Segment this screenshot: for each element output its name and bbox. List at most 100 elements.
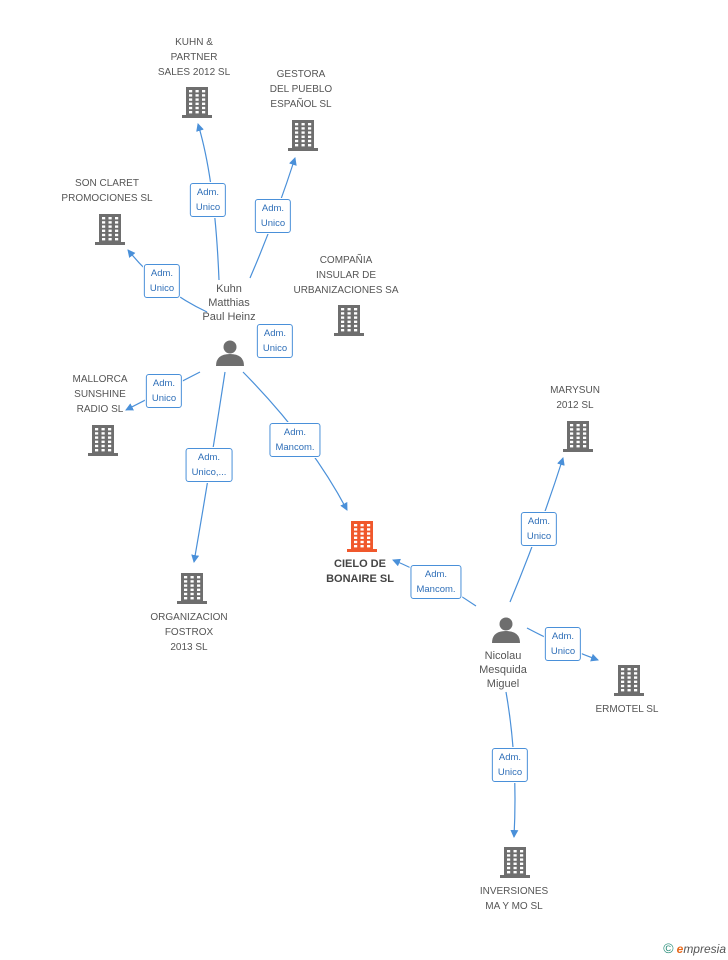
building-window — [583, 440, 587, 444]
building-window — [354, 524, 358, 527]
building-window — [354, 324, 358, 328]
building-window — [576, 436, 580, 439]
person-icon-kuhn[interactable] — [216, 340, 244, 367]
building-window — [95, 440, 99, 443]
node-label-compania[interactable]: COMPAÑIA INSULAR DE URBANIZACIONES SA — [293, 255, 399, 296]
building-window — [513, 858, 517, 861]
building-window — [101, 436, 105, 439]
node-label-marysun[interactable]: MARYSUN 2012 SL — [550, 385, 600, 411]
building-window — [115, 225, 119, 228]
node-label-cielo[interactable]: CIELO DE BONAIRE SL — [326, 558, 394, 585]
building-window — [108, 238, 112, 241]
building-window — [101, 428, 105, 431]
node-label-kuhn_partner[interactable]: KUHN & PARTNER SALES 2012 SL — [157, 37, 231, 78]
edge-label-nicolau-marysun[interactable]: Adm. Unico — [520, 512, 558, 546]
building-icon-marysun[interactable] — [563, 421, 593, 452]
building-window — [583, 432, 587, 435]
building-window — [583, 424, 587, 427]
edge-label-nicolau-inversiones[interactable]: Adm. Unico — [491, 748, 529, 782]
building-window — [295, 127, 299, 130]
building-window — [308, 131, 312, 134]
building-window — [184, 592, 188, 596]
edge-label-kuhn-cielo[interactable]: Adm. Mancom. — [269, 423, 321, 457]
building-window — [341, 324, 345, 328]
building-window — [189, 111, 193, 114]
node-label-nicolau[interactable]: Nicolau Mesquida Miguel — [479, 650, 527, 690]
building-window — [108, 229, 112, 232]
building-window — [115, 238, 119, 241]
building-window — [354, 329, 358, 332]
building-window — [195, 94, 199, 97]
building-window — [301, 123, 305, 126]
building-window — [627, 676, 631, 679]
building-window — [621, 680, 625, 683]
building-window — [115, 217, 119, 220]
edge-label-kuhn-mallorca[interactable]: Adm. Unico — [145, 374, 183, 408]
building-window — [95, 428, 99, 431]
person-icon-nicolau[interactable] — [492, 617, 520, 644]
building-base — [95, 242, 125, 245]
building-window — [354, 528, 358, 531]
empresia-brand[interactable]: ©empresia — [663, 940, 726, 956]
building-window — [108, 444, 112, 448]
node-label-ermotel[interactable]: ERMOTEL SL — [595, 704, 659, 715]
building-window — [108, 436, 112, 439]
building-window — [347, 316, 351, 319]
node-label-kuhn[interactable]: Kuhn Matthias Paul Heinz — [202, 283, 256, 323]
edge-label-nicolau-ermotel[interactable]: Adm. Unico — [544, 627, 582, 661]
building-window — [360, 545, 364, 548]
edge-label-kuhn-kuhn_partner[interactable]: Adm. Unico — [189, 183, 227, 217]
building-icon-inversiones[interactable] — [500, 847, 530, 878]
building-icon-son_claret[interactable] — [95, 214, 125, 245]
building-base — [182, 115, 212, 118]
building-window — [95, 436, 99, 439]
building-window — [354, 312, 358, 315]
building-window — [301, 144, 305, 147]
building-window — [576, 440, 580, 444]
building-window — [115, 229, 119, 232]
building-window — [570, 432, 574, 435]
building-window — [627, 668, 631, 671]
building-window — [308, 144, 312, 147]
building-window — [576, 424, 580, 427]
building-window — [347, 308, 351, 311]
building-window — [360, 536, 364, 539]
building-window — [347, 324, 351, 328]
building-base — [614, 693, 644, 696]
building-icon-cielo[interactable] — [347, 521, 377, 552]
building-icon-compania[interactable] — [334, 305, 364, 336]
building-window — [347, 329, 351, 332]
edge-label-nicolau-cielo[interactable]: Adm. Mancom. — [410, 565, 462, 599]
building-window — [520, 862, 524, 865]
building-icon-mallorca[interactable] — [88, 425, 118, 456]
edge-label-kuhn-compania[interactable]: Adm. Unico — [256, 324, 294, 358]
building-window — [520, 871, 524, 874]
building-window — [202, 111, 206, 114]
building-window — [583, 445, 587, 448]
building-window — [570, 436, 574, 439]
person-head — [499, 617, 513, 631]
building-window — [195, 106, 199, 110]
node-label-mallorca[interactable]: MALLORCA SUNSHINE RADIO SL — [72, 374, 128, 415]
building-icon-organizacion[interactable] — [177, 573, 207, 604]
building-icon-ermotel[interactable] — [614, 665, 644, 696]
node-label-inversiones[interactable]: INVERSIONES MA Y MO SL — [479, 886, 549, 912]
building-window — [184, 576, 188, 579]
building-window — [184, 584, 188, 587]
building-window — [354, 316, 358, 319]
building-window — [195, 102, 199, 105]
building-window — [102, 238, 106, 241]
building-icon-gestora[interactable] — [288, 120, 318, 151]
building-window — [367, 540, 371, 544]
node-label-son_claret[interactable]: SON CLARET PROMOCIONES SL — [61, 178, 153, 204]
building-window — [354, 540, 358, 544]
building-window — [520, 866, 524, 870]
building-icon-kuhn_partner[interactable] — [182, 87, 212, 118]
edge-label-kuhn-gestora[interactable]: Adm. Unico — [254, 199, 292, 233]
building-window — [108, 440, 112, 443]
edge-label-kuhn-organizacion[interactable]: Adm. Unico,... — [185, 448, 233, 482]
edge-label-kuhn-son_claret[interactable]: Adm. Unico — [143, 264, 181, 298]
building-window — [576, 428, 580, 431]
node-label-gestora[interactable]: GESTORA DEL PUEBLO ESPAÑOL SL — [269, 69, 333, 110]
node-label-organizacion[interactable]: ORGANIZACION FOSTROX 2013 SL — [150, 612, 228, 653]
